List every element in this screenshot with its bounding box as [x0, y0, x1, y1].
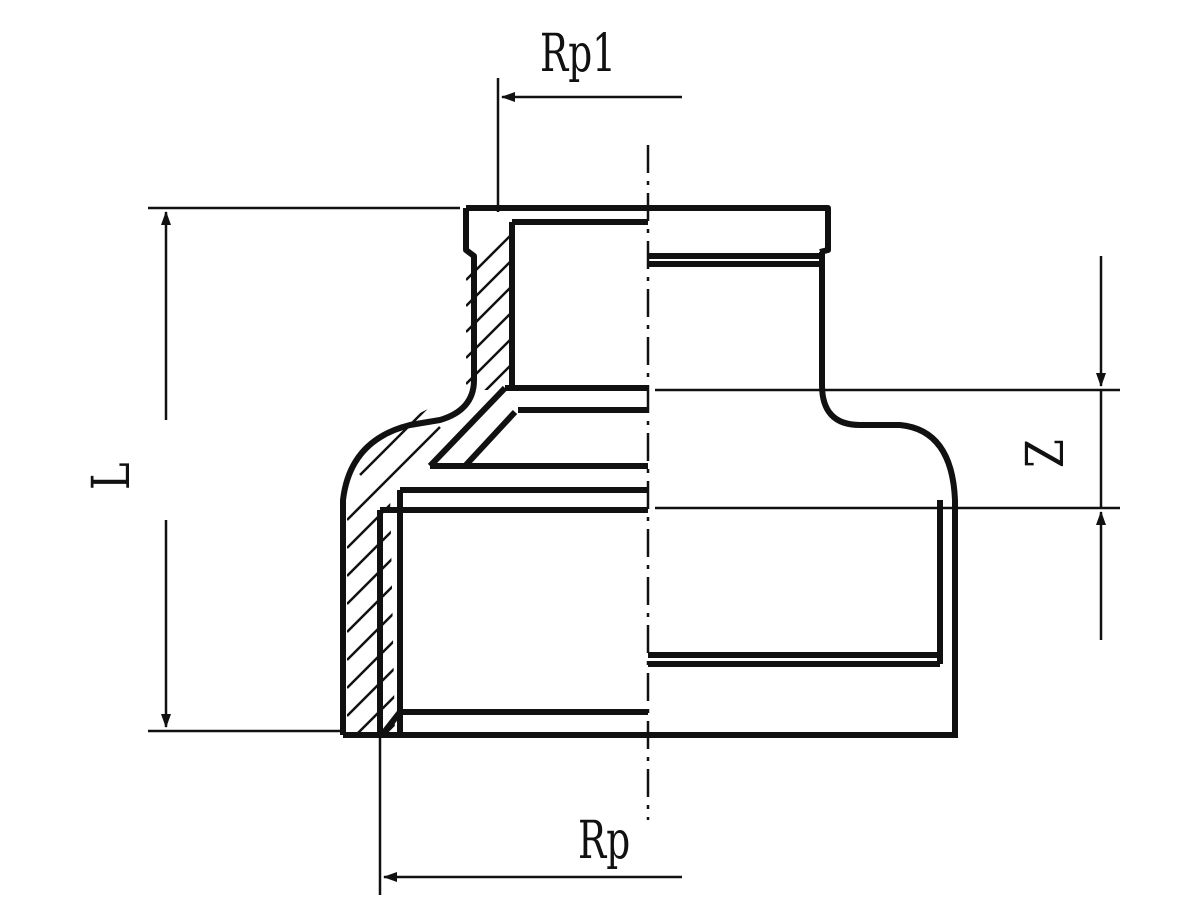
dimension-rp — [378, 735, 682, 895]
right-threads — [648, 253, 943, 667]
dimension-z — [655, 256, 1120, 640]
fitting-body — [340, 205, 958, 738]
dimension-rp1 — [496, 78, 682, 212]
dimension-l — [148, 206, 460, 733]
inner-bores — [377, 219, 648, 737]
label-l: L — [82, 462, 142, 490]
label-rp1: Rp1 — [540, 24, 616, 84]
section-hatching — [347, 233, 512, 735]
label-rp: Rp — [578, 811, 631, 871]
label-z: Z — [1016, 439, 1076, 468]
